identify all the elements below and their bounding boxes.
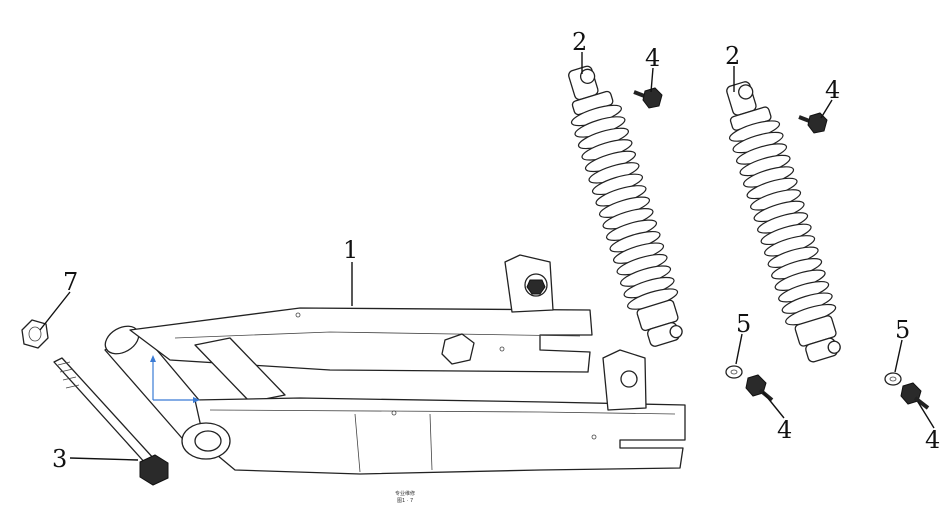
- callout-4-bottom-right: 4: [925, 426, 940, 454]
- callout-5-right: 5: [895, 316, 910, 344]
- callout-7: 7: [63, 268, 78, 296]
- footer-caption-line2: 图1 · 7: [397, 498, 413, 504]
- swingarm: [104, 254, 686, 475]
- pivot-bolt: [53, 357, 169, 486]
- bolt-top-left: [633, 87, 663, 109]
- callout-4-bottom-left: 4: [777, 416, 792, 444]
- shock-absorber-right: [726, 81, 841, 363]
- callout-2-left: 2: [572, 28, 587, 56]
- bolt-top-right: [798, 112, 828, 134]
- axis-indicator-icon: [150, 355, 200, 403]
- callout-4-top-left: 4: [645, 44, 660, 72]
- bolt-bottom-right: [900, 382, 930, 410]
- callout-1: 1: [343, 236, 358, 264]
- washer-left: [725, 365, 743, 379]
- callout-5-left: 5: [736, 310, 751, 338]
- coil-spring-left: [570, 104, 679, 310]
- callout-2-right: 2: [725, 42, 740, 70]
- washer-right: [884, 372, 902, 386]
- coil-spring-right: [728, 120, 837, 326]
- leader-lines: [39, 52, 935, 461]
- footer-caption-line1: 专业维修: [395, 490, 415, 497]
- callout-4-top-right: 4: [825, 76, 840, 104]
- callout-3: 3: [52, 445, 67, 473]
- shock-absorber-left: [568, 65, 683, 347]
- bolt-bottom-left: [745, 374, 774, 402]
